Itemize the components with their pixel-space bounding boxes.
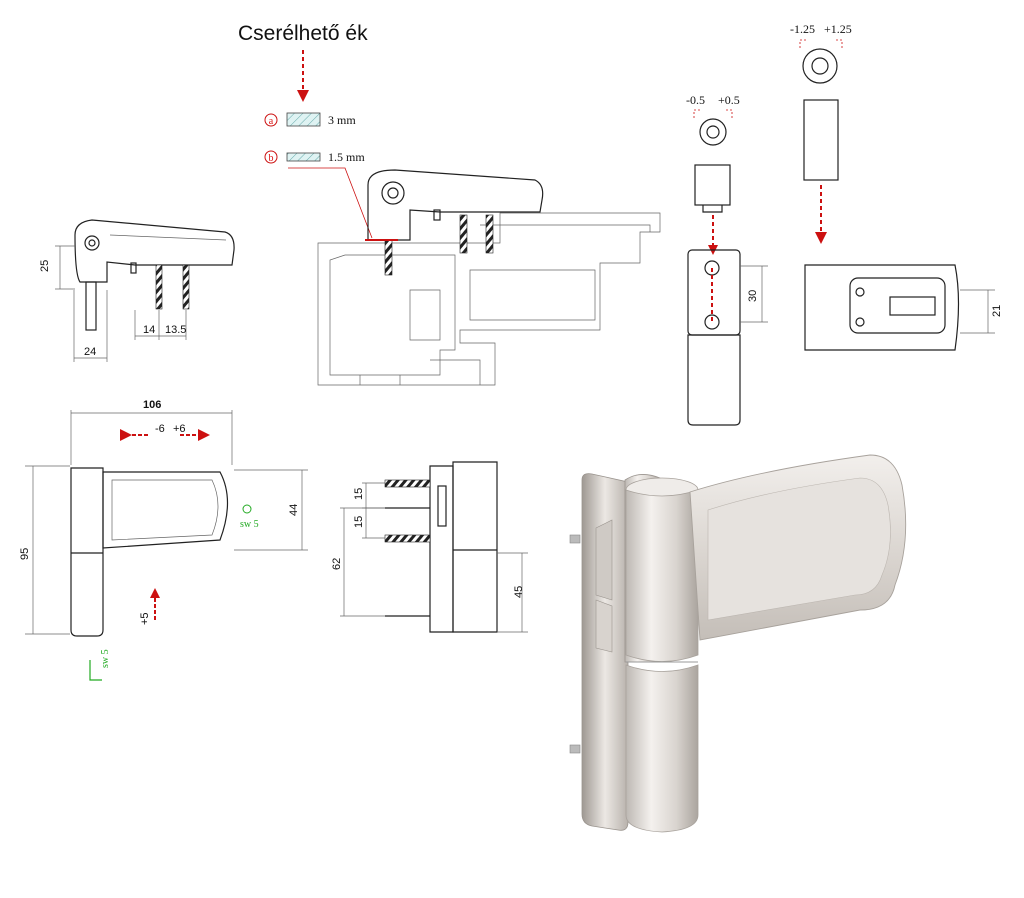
dim-106: 106 [143,399,161,411]
insert-large-plus: +1.25 [824,22,852,36]
insert-small-view: -0.5 +0.5 30 [686,93,768,426]
wedge-b: b 1.5 mm [264,150,373,239]
wedge-a-label: 3 mm [328,113,356,127]
hinge-3d-render [569,454,907,833]
dim-44: 44 [288,504,300,516]
wedge-a: a 3 mm [264,112,356,127]
dim-95: 95 [19,548,31,560]
dim-13-5: 13.5 [165,324,186,336]
key-label-bottom: sw 5 [100,649,111,668]
dim-15-b: 15 [353,516,365,528]
insert-large-minus: -1.25 [790,22,815,36]
adj-plus-6: +6 [173,423,186,435]
insert-small-plus: +0.5 [718,93,740,107]
title-arrow [297,50,309,102]
dim-15-a: 15 [353,488,365,500]
wedge-b-label: 1.5 mm [328,150,365,164]
dim-24: 24 [84,346,96,358]
dim-21: 21 [991,305,1003,317]
side-view: 15 15 62 45 [331,461,528,633]
dim-45: 45 [513,586,525,598]
insert-small-minus: -0.5 [686,93,705,107]
page-title: Cserélhető ék [238,22,368,45]
key-label-top: sw 5 [240,519,259,530]
dim-25: 25 [39,260,51,272]
adj-plus-5: +5 [139,612,151,625]
wedge-a-marker: a [269,116,274,127]
insert-large-view: -1.25 +1.25 21 [790,22,1003,351]
wedge-b-marker: b [269,153,274,164]
frame-profile-drawing [317,169,661,386]
dim-30: 30 [747,290,759,302]
top-left-side-view: 25 24 14 13.5 [39,219,235,362]
adj-minus-6: -6 [155,423,165,435]
dim-14: 14 [143,324,155,336]
dim-62: 62 [331,558,343,570]
front-view: 106 -6 +6 sw 5 95 44 +5 sw 5 [19,399,308,681]
